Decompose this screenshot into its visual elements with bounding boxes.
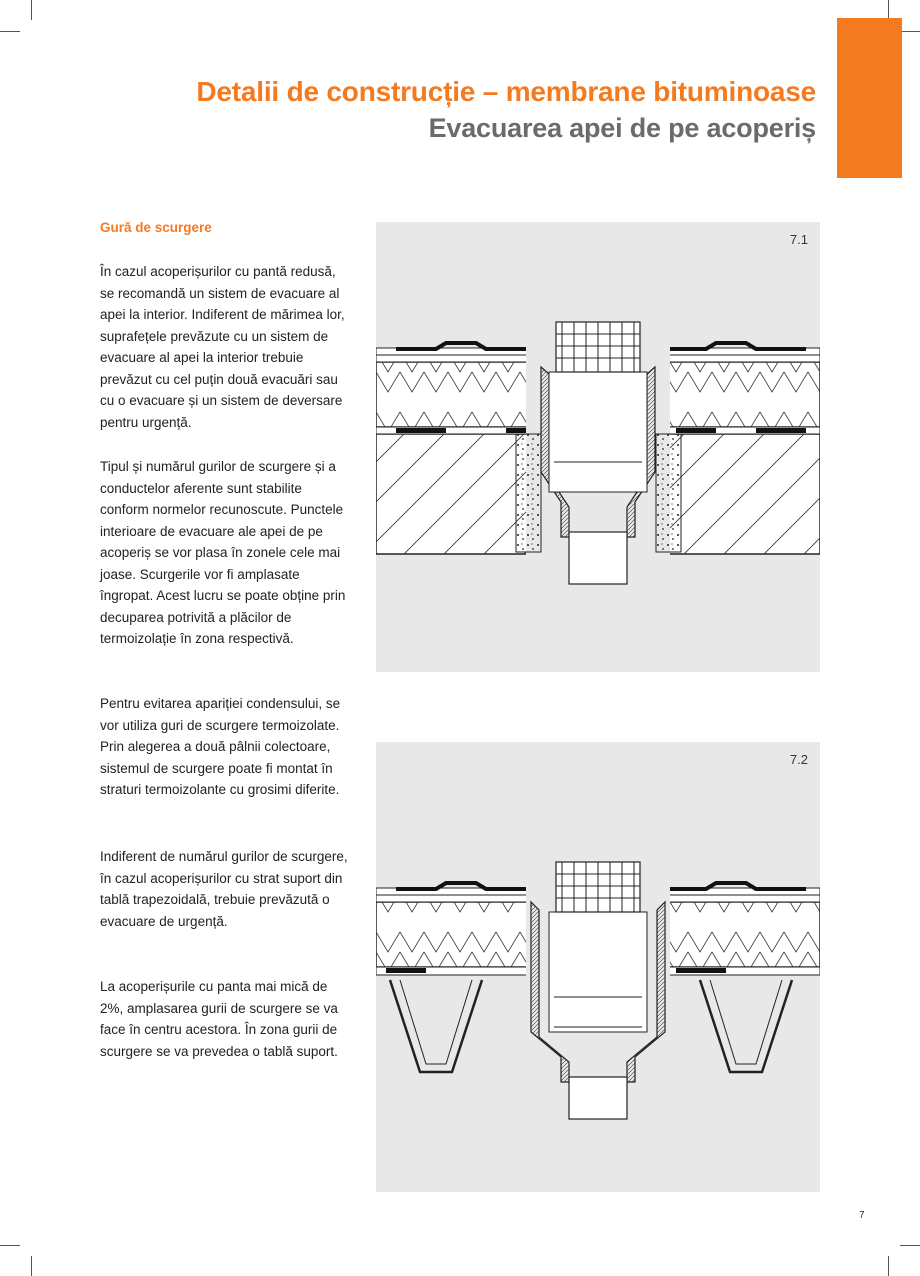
paragraph: Tipul și numărul gurilor de scurgere și … xyxy=(100,459,346,646)
paragraph: La acoperișurile cu panta mai mică de 2%… xyxy=(100,979,338,1059)
crop-mark xyxy=(0,1245,20,1246)
crop-mark xyxy=(900,1245,920,1246)
figure-label: 7.2 xyxy=(789,752,808,767)
roof-drain-drawing xyxy=(376,321,820,585)
figure-roof-drain-concrete: 7.1 xyxy=(376,222,820,672)
crop-mark xyxy=(888,0,889,20)
page-number: 7 xyxy=(859,1210,865,1221)
figure-label: 7.1 xyxy=(789,232,808,247)
chapter-tab xyxy=(837,18,902,178)
page-title: Detalii de construcție – membrane bitumi… xyxy=(196,76,816,107)
section-heading: Gură de scurgere xyxy=(100,220,212,235)
roof-drain-drawing xyxy=(376,861,820,1120)
page-subtitle: Evacuarea apei de pe acoperiș xyxy=(428,113,817,143)
crop-mark xyxy=(31,0,32,20)
crop-mark xyxy=(0,31,20,32)
paragraph: În cazul acoperișurilor cu pantă redusă,… xyxy=(100,264,345,430)
crop-mark xyxy=(888,1256,889,1276)
paragraph: Pentru evitarea apariției condensului, s… xyxy=(100,696,341,797)
crop-mark xyxy=(900,31,920,32)
crop-mark xyxy=(31,1256,32,1276)
figure-roof-drain-trapezoidal: 7.2 xyxy=(376,742,820,1192)
paragraph: Indiferent de numărul gurilor de scurger… xyxy=(100,849,348,929)
